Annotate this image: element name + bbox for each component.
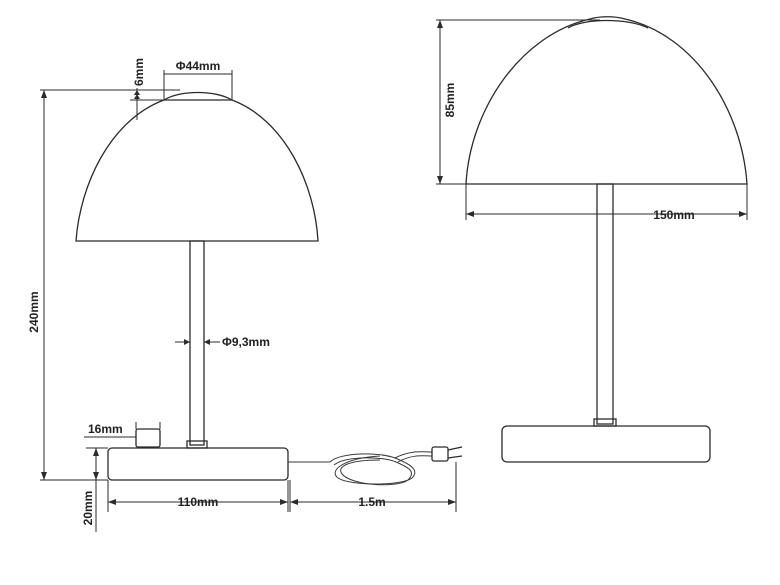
dim-shade-width: 150mm (465, 184, 748, 222)
front-view-lamp (465, 16, 748, 463)
left-lamp-stem (189, 240, 205, 446)
label-switch-width: 16mm (88, 422, 123, 436)
plug-body (431, 446, 449, 462)
switch-button (135, 428, 161, 448)
label-base-width: 110mm (178, 495, 219, 509)
label-stem-diameter: Φ9,3mm (222, 335, 270, 349)
left-lamp-cap (163, 91, 233, 101)
power-cord (288, 446, 463, 486)
left-lamp-base (107, 447, 289, 481)
label-shade-height: 85mm (443, 83, 457, 118)
right-lamp-cap (567, 19, 649, 29)
label-cord-length: 1.5m (358, 495, 385, 509)
dim-switch-width: 16mm (84, 422, 161, 438)
dim-cord-length: 1.5m (289, 462, 457, 512)
label-shade-width: 150mm (653, 208, 694, 222)
dim-shade-height: 85mm (436, 19, 600, 185)
right-lamp-shade (465, 16, 748, 185)
right-lamp-base (501, 425, 711, 463)
right-lamp-stem (596, 183, 614, 425)
dim-cap-height: 6mm (130, 58, 180, 120)
dim-total-height: 240mm (27, 89, 160, 481)
left-lamp-shade (75, 99, 319, 242)
label-total-height: 240mm (27, 291, 41, 332)
dim-cap-diameter: Φ44mm (163, 59, 233, 100)
label-cap-height: 6mm (132, 58, 146, 86)
dim-stem-diameter: Φ9,3mm (175, 335, 270, 349)
dim-base-width: 110mm (107, 480, 289, 512)
label-base-height: 20mm (81, 491, 95, 526)
label-cap-diameter: Φ44mm (176, 59, 221, 73)
dim-base-height: 20mm (81, 447, 108, 532)
